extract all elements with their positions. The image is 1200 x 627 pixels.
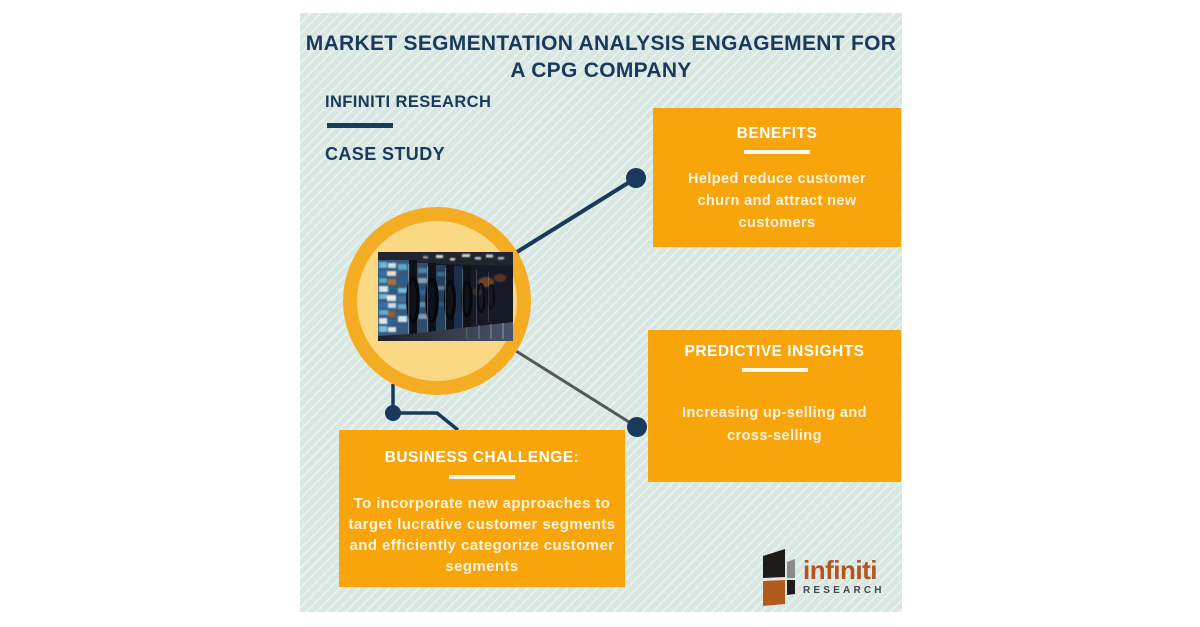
benefits-box: BENEFITS Helped reduce customer churn an…	[653, 108, 901, 247]
challenge-connector-polyline	[391, 384, 460, 432]
page-title: MARKET SEGMENTATION ANALYSIS ENGAGEMENT …	[300, 30, 902, 84]
shelf-contents	[379, 262, 506, 332]
business-challenge-box: BUSINESS CHALLENGE: To incorporate new a…	[339, 430, 625, 587]
fridge-doors	[378, 260, 513, 340]
benefits-body: Helped reduce customer churn and attract…	[687, 171, 867, 231]
infiniti-research-logo: infiniti RESEARCH	[763, 549, 885, 606]
predictive-insights-body: Increasing up-selling and cross-selling	[682, 405, 867, 444]
benefits-connector-dot	[626, 168, 646, 188]
insights-connector-line	[515, 349, 638, 429]
logo-subtext: RESEARCH	[803, 585, 885, 596]
ceiling-lights	[423, 254, 504, 261]
supermarket-aisle-photo	[378, 252, 513, 341]
glass-reflections	[408, 264, 489, 336]
connector-lines	[385, 168, 647, 437]
case-study-label: CASE STUDY	[325, 144, 446, 164]
floor-streaks	[466, 323, 504, 339]
brand-name: INFINITI RESEARCH	[325, 93, 492, 111]
title-line-1: MARKET SEGMENTATION ANALYSIS ENGAGEMENT …	[305, 32, 897, 55]
logo-text: infiniti RESEARCH	[803, 555, 885, 606]
logo-window-icon	[763, 549, 795, 606]
benefits-heading: BENEFITS	[736, 125, 818, 142]
benefits-underline	[744, 150, 810, 154]
door-handles	[406, 276, 495, 324]
business-challenge-body: To incorporate new approaches to target …	[348, 495, 616, 575]
title-line-2: A CPG COMPANY	[510, 59, 692, 82]
predictive-insights-heading: PREDICTIVE INSIGHTS	[684, 343, 865, 360]
striped-background-panel: MARKET SEGMENTATION ANALYSIS ENGAGEMENT …	[300, 13, 902, 612]
brand-underline	[327, 123, 393, 128]
logo-wordmark: infiniti	[803, 555, 877, 585]
business-challenge-heading: BUSINESS CHALLENGE:	[384, 449, 580, 466]
predictive-insights-underline	[741, 368, 808, 372]
floor-reflection	[378, 322, 513, 341]
predictive-insights-box: PREDICTIVE INSIGHTS Increasing up-sellin…	[648, 330, 901, 482]
insights-connector-dot	[627, 417, 647, 437]
challenge-connector-dot	[385, 405, 401, 421]
business-challenge-underline	[449, 475, 515, 479]
benefits-connector-line	[515, 176, 638, 254]
